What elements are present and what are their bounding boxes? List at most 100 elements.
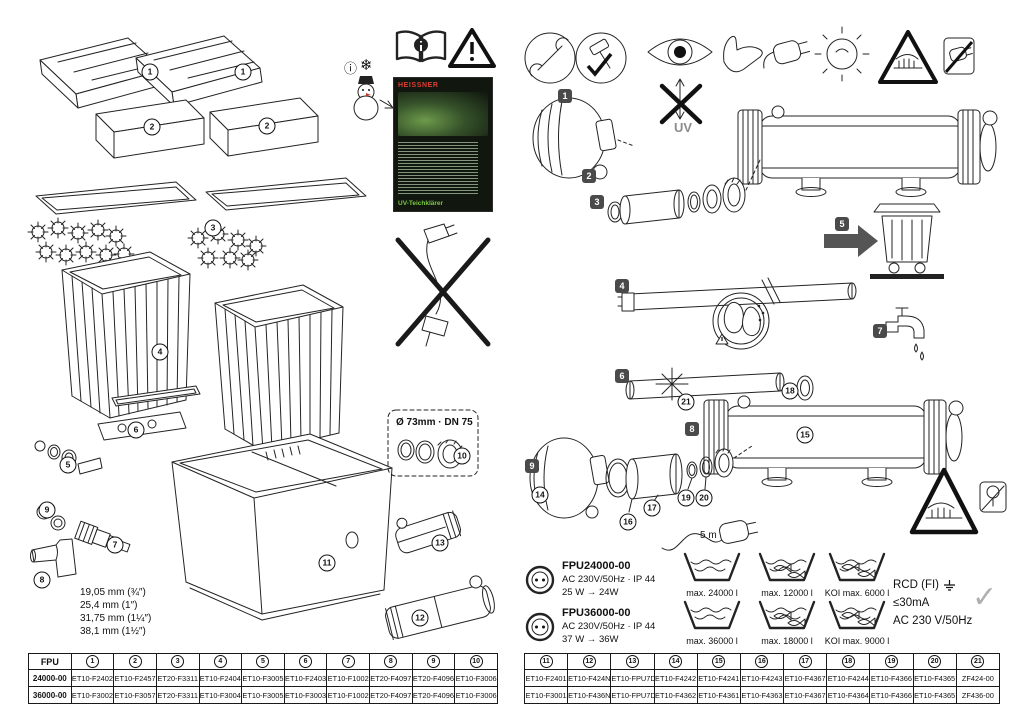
assembly-step-9: 9 — [525, 459, 539, 473]
snowman-frost-icon — [353, 76, 394, 121]
part-callout-10: 10 — [453, 447, 471, 465]
part-column-header: 19 — [869, 653, 914, 670]
uv-text-label: UV — [673, 120, 693, 135]
part-number-cell: ET10-F4243 — [739, 669, 785, 687]
crush-warning-icons-top — [878, 30, 975, 84]
filter-container — [171, 433, 393, 621]
part-callout-8: 8 — [33, 571, 51, 589]
part-number-cell: ET10-F4366 — [869, 686, 914, 704]
part-number-cell: ET10-F2404 — [198, 669, 243, 687]
part-column-header: 2 — [113, 653, 157, 670]
part-column-header: 9 — [411, 653, 456, 670]
part-number-cell: ET10-F3001 — [523, 686, 569, 704]
part-number-cell: ZF436-00 — [955, 686, 1001, 704]
capacity-fish-2: max. 18000 l — [761, 636, 813, 646]
seal-kit — [34, 385, 201, 475]
part-column-header: 8 — [369, 653, 413, 670]
part-number-cell: ET10-F4363 — [739, 686, 785, 704]
part-column-header: 20 — [912, 653, 957, 670]
part-number-cell: ZF424-00 — [955, 669, 1001, 687]
part-column-header: 13 — [610, 653, 655, 670]
column-number-badge: 15 — [712, 655, 726, 668]
brochure-text-lines — [398, 140, 478, 196]
cable-length-label: 5 m — [700, 530, 717, 541]
part-number-cell: ET10-F4361 — [696, 686, 741, 704]
capacity-koi-1: KOI max. 6000 l — [824, 588, 890, 598]
assembly-step-8: 8 — [685, 422, 699, 436]
part-callout-1b: 1 — [234, 63, 252, 81]
part-callout-3: 3 — [204, 219, 222, 237]
part-callout-5: 5 — [59, 456, 77, 474]
model-row-label: 24000-00 — [28, 669, 72, 687]
part-number-cell: ET10-F4367 — [783, 686, 828, 704]
model-row-label: 36000-00 — [28, 686, 72, 704]
column-number-badge: 14 — [669, 655, 683, 668]
filter-basket-2 — [214, 284, 344, 452]
part-number-cell: ET10-F424N — [567, 669, 612, 687]
power-plug-cable — [661, 520, 759, 551]
part-column-header: 21 — [955, 653, 1001, 670]
part-number-cell: ET10-F1002 — [326, 686, 370, 704]
part-callout-1a: 1 — [141, 63, 159, 81]
part-number-cell: ET10-F2402 — [70, 669, 115, 687]
assembly-step-1: 1 — [558, 89, 572, 103]
model-number: FPU36000-00 — [562, 607, 631, 619]
column-number-badge: 6 — [299, 655, 313, 668]
power-socket-icon-2 — [525, 612, 555, 642]
part-column-header: 1 — [70, 653, 115, 670]
part-number-cell: ET10-F2457 — [113, 669, 157, 687]
water-tap-icon — [885, 307, 925, 361]
capacity-pond-1: max. 24000 l — [686, 588, 738, 598]
part-number-cell: ET20-F4096 — [411, 686, 456, 704]
tools-icons — [524, 32, 627, 84]
part-column-header: 12 — [567, 653, 612, 670]
part-callout-17: 17 — [643, 499, 661, 517]
part-column-header: 15 — [696, 653, 741, 670]
manual-book-icon — [395, 30, 447, 63]
power-socket-icon-1 — [525, 565, 555, 595]
part-number-cell: ET10-F4365 — [912, 686, 957, 704]
part-callout-14: 14 — [531, 486, 549, 504]
part-number-cell: ET10-F436N — [567, 686, 612, 704]
brochure-brand: HEISSNER — [398, 82, 439, 89]
rcd-label: RCD (FI) — [893, 579, 939, 591]
part-number-cell: ET10-F3002 — [70, 686, 115, 704]
brochure-artwork — [398, 92, 488, 136]
column-number-badge: 16 — [755, 655, 769, 668]
part-column-header: 6 — [283, 653, 328, 670]
hose-tail-adapter — [74, 520, 131, 553]
hose-size-2: 25,4 mm (1″) — [80, 600, 138, 611]
part-number-cell: ET10-F4364 — [826, 686, 871, 704]
uv-unit-top — [737, 105, 998, 197]
part-number-cell: ET20-F4097 — [369, 669, 413, 687]
koi-stock-icon-2 — [828, 600, 886, 630]
model-number: FPU24000-00 — [562, 560, 631, 572]
part-number-cell: ET10-F3057 — [113, 686, 157, 704]
column-number-badge: 3 — [171, 655, 185, 668]
uv-eye-warning-icon — [647, 35, 763, 125]
uv-lamp-tube — [617, 277, 857, 312]
pipe-diameter-note: Ø 73mm · DN 75 — [396, 417, 473, 428]
part-number-cell: ET10-F4367 — [783, 669, 828, 687]
product-brochure: HEISSNER UV-Teichklärer — [393, 77, 493, 212]
column-number-badge: 2 — [128, 655, 142, 668]
part-column-header: 5 — [241, 653, 285, 670]
part-number-cell: ET10-F1002 — [326, 669, 370, 687]
hose-size-list: 19,05 mm (¾″) 25,4 mm (1″) 31,75 mm (1¼″… — [80, 586, 151, 638]
column-number-badge: 21 — [971, 655, 985, 668]
part-number-cell: ET10-F3005 — [241, 669, 285, 687]
hose-size-4: 38,1 mm (1½″) — [80, 626, 146, 637]
uv-unit-bottom — [703, 395, 964, 487]
part-number-cell: ET20-F3311 — [155, 669, 200, 687]
part-column-header: 10 — [454, 653, 498, 670]
spec-block-fpu24000: FPU24000-00 AC 230V/50Hz · IP 44 25 W → … — [562, 560, 655, 598]
part-column-header: 11 — [523, 653, 569, 670]
part-callout-11: 11 — [318, 554, 336, 572]
column-number-badge: 8 — [384, 655, 398, 668]
warning-triangle-icon — [448, 28, 496, 68]
part-column-header: 16 — [739, 653, 785, 670]
part-column-header: 14 — [653, 653, 698, 670]
